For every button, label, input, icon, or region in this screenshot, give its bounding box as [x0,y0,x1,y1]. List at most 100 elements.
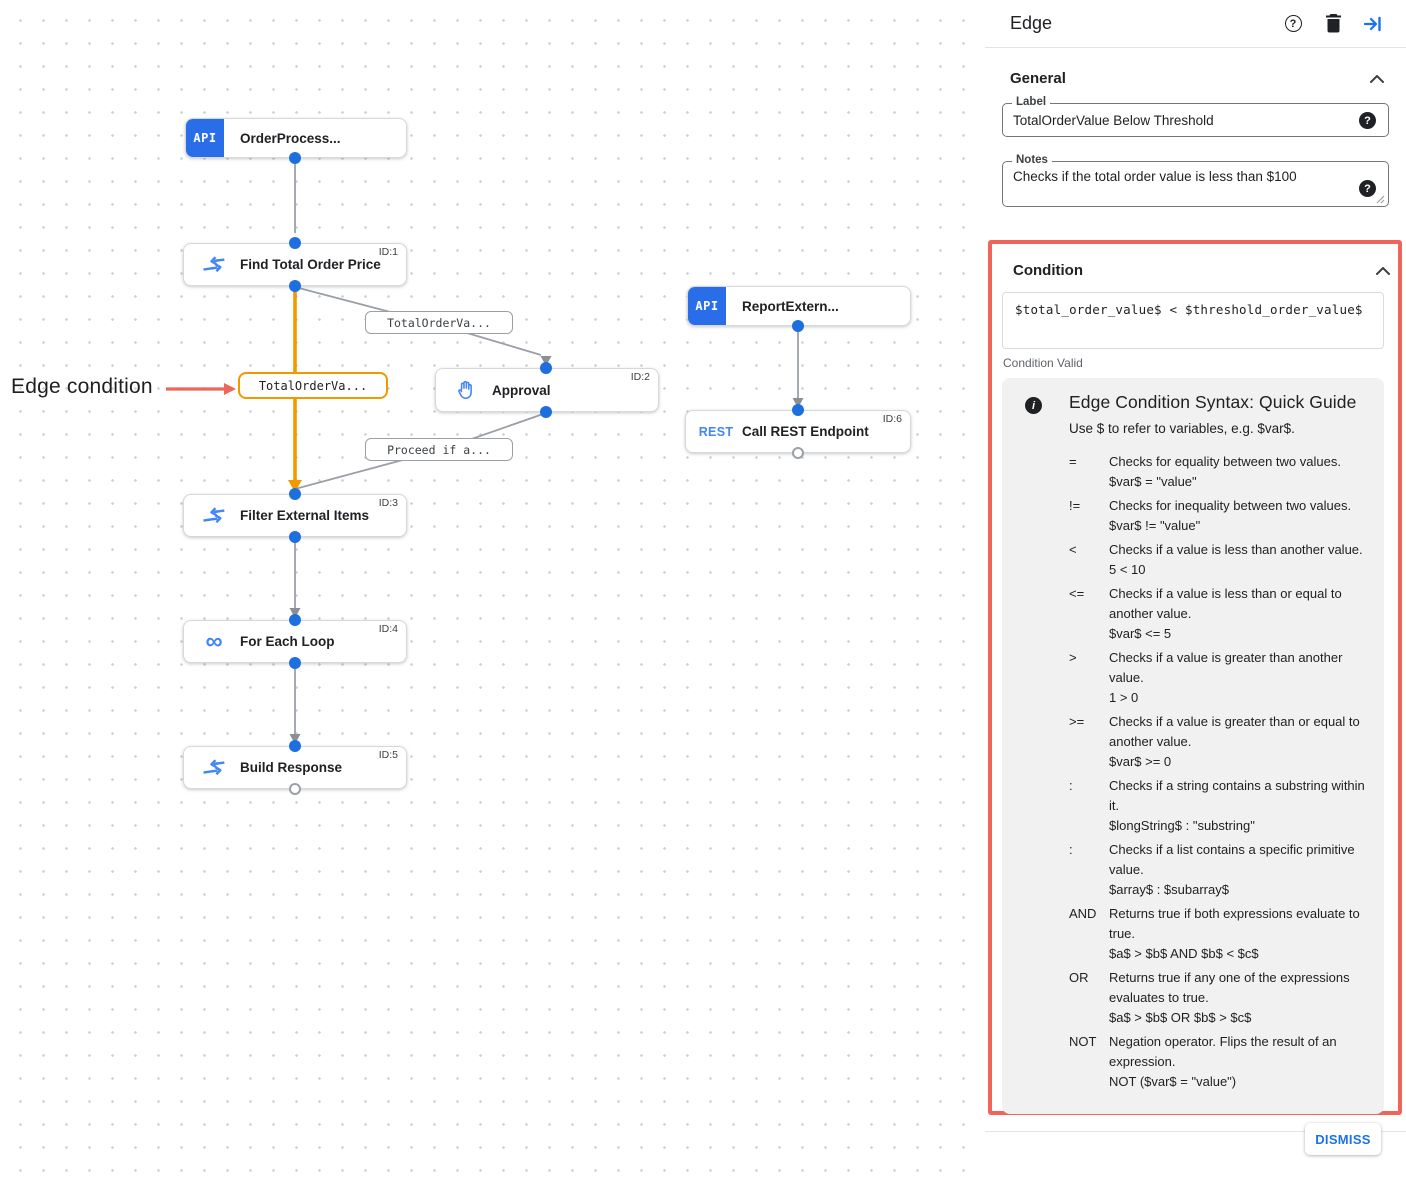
guide-operator-row: NOT Negation operator. Flips the result … [1069,1032,1372,1092]
field-help-icon[interactable]: ? [1359,112,1376,129]
connector-dot[interactable] [289,740,301,752]
connector-dot[interactable] [289,237,301,249]
connector-dot[interactable] [792,404,804,416]
node-id-badge: ID:4 [378,623,398,635]
approval-hand-icon [452,378,480,402]
operator-symbol: <= [1069,586,1085,601]
connector-dot[interactable] [540,406,552,418]
node-title: Call REST Endpoint [742,424,869,439]
condition-syntax-guide-card: i Edge Condition Syntax: Quick Guide Use… [1002,378,1384,1114]
connector-dot[interactable] [289,280,301,292]
node-id-badge: ID:2 [630,371,650,383]
panel-footer-divider [985,1131,1406,1132]
connector-dot[interactable] [792,320,804,332]
annotation-arrowhead-icon [224,383,236,395]
condition-valid-status: Condition Valid [1003,356,1083,370]
node-title: Approval [492,382,551,398]
annotation-label: Edge condition [11,375,153,398]
api-trigger-badge-icon: API [688,287,726,325]
guide-operator-row: >= Checks if a value is greater than or … [1069,712,1372,772]
node-title: Build Response [240,760,343,775]
guide-operator-row: : Checks if a list contains a specific p… [1069,840,1372,900]
connector-dot-open[interactable] [792,447,804,459]
chevron-up-icon[interactable] [1376,266,1390,275]
guide-operator-row: != Checks for inequality between two val… [1069,496,1372,536]
condition-annotation-box: Condition $total_order_value$ < $thresho… [988,240,1402,1115]
operator-description: Returns true if any one of the expressio… [1109,970,1350,1005]
condition-expression-input[interactable]: $total_order_value$ < $threshold_order_v… [1002,292,1384,349]
operator-description: Negation operator. Flips the result of a… [1109,1034,1337,1069]
label-field-label: Label [1012,96,1051,108]
operator-description: Checks if a list contains a specific pri… [1109,842,1355,877]
node-order-process-trigger[interactable]: API OrderProcess... [185,118,407,158]
node-title: OrderProcess... [240,130,341,146]
label-field[interactable]: Label ? [1002,96,1389,137]
resize-grip-icon[interactable] [1376,195,1385,204]
operator-example: NOT ($var$ = "value") [1109,1074,1237,1089]
connector-dot[interactable] [289,614,301,626]
edge-label-proceed-if[interactable]: Proceed if a... [365,438,513,461]
flow-canvas[interactable]: Edge condition API OrderProcess... ID:1 … [0,0,985,1189]
operator-example: 1 > 0 [1109,690,1139,705]
operator-symbol: != [1069,498,1081,513]
general-section-header[interactable]: General [985,70,1406,87]
node-report-extern-trigger[interactable]: API ReportExtern... [687,286,911,326]
operator-symbol: OR [1069,970,1089,985]
edge-label-totalordervalue[interactable]: TotalOrderVa... [365,311,513,334]
node-id-badge: ID:6 [882,413,902,425]
operator-description: Returns true if both expressions evaluat… [1109,906,1360,941]
delete-icon[interactable] [1322,13,1344,35]
label-input[interactable] [1013,112,1330,128]
operator-example: $a$ > $b$ AND $b$ < $c$ [1109,946,1259,961]
panel-header: Edge ? [985,0,1406,48]
guide-intro: Use $ to refer to variables, e.g. $var$. [1069,421,1295,436]
connector-dot[interactable] [289,657,301,669]
guide-operator-list: = Checks for equality between two values… [1069,452,1372,1092]
operator-symbol: NOT [1069,1034,1097,1049]
chevron-up-icon[interactable] [1370,74,1384,83]
connector-dot-open[interactable] [289,783,301,795]
node-title: Filter External Items [240,508,370,523]
connector-dot[interactable] [289,152,301,164]
edge-label-totalordervalue-selected[interactable]: TotalOrderVa... [238,372,388,399]
field-help-icon[interactable]: ? [1359,180,1376,197]
data-mapping-icon [200,506,228,525]
data-mapping-icon [200,758,228,777]
notes-input[interactable] [1013,169,1330,199]
operator-symbol: = [1069,454,1077,469]
condition-section-title: Condition [1013,262,1083,279]
node-id-badge: ID:1 [378,246,398,258]
operator-symbol: AND [1069,906,1097,921]
node-title: For Each Loop [240,634,335,649]
guide-operator-row: <= Checks if a value is less than or equ… [1069,584,1372,644]
guide-operator-row: OR Returns true if any one of the expres… [1069,968,1372,1028]
dismiss-button[interactable]: DISMISS [1305,1123,1381,1155]
node-find-total-order-price[interactable]: ID:1 Find Total Order Price [183,243,407,286]
operator-example: $var$ != "value" [1109,518,1201,533]
edge-config-panel: Edge ? General Label ? Notes ? [985,0,1406,1189]
connector-dot[interactable] [289,531,301,543]
data-mapping-icon [200,255,228,274]
info-icon: i [1025,397,1042,414]
operator-description: Checks if a value is greater than anothe… [1109,650,1343,685]
notes-field[interactable]: Notes ? [1002,154,1389,207]
operator-description: Checks if a value is less than another v… [1109,542,1363,557]
guide-title: Edge Condition Syntax: Quick Guide [1069,392,1357,412]
arrowhead-icon [289,608,301,618]
help-icon[interactable]: ? [1282,13,1304,35]
condition-section-header[interactable]: Condition [1013,262,1390,279]
node-approval[interactable]: ID:2 Approval [435,368,659,412]
collapse-panel-icon[interactable] [1362,13,1384,35]
loop-icon: ∞ [205,627,223,655]
operator-example: $longString$ : "substring" [1109,818,1255,833]
connector-dot[interactable] [540,362,552,374]
guide-operator-row: < Checks if a value is less than another… [1069,540,1372,580]
node-id-badge: ID:3 [378,497,398,509]
operator-example: 5 < 10 [1109,562,1146,577]
connector-dot[interactable] [289,488,301,500]
operator-description: Checks if a value is greater than or equ… [1109,714,1360,749]
guide-operator-row: = Checks for equality between two values… [1069,452,1372,492]
node-id-badge: ID:5 [378,749,398,761]
operator-description: Checks if a string contains a substring … [1109,778,1365,813]
